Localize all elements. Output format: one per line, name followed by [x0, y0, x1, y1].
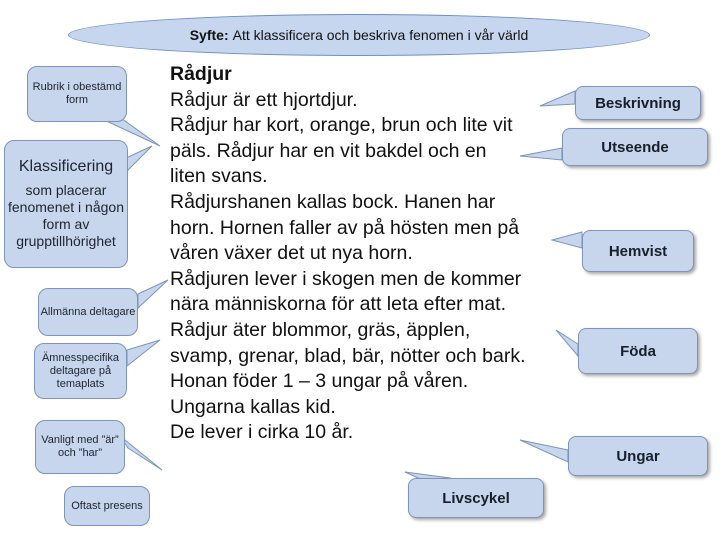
text-line: våren växer det ut nya horn. [170, 242, 413, 265]
text-line: Honan föder 1 – 3 ungar på våren. [170, 370, 469, 393]
text-line: päls. Rådjur har en vit bakdel och en [170, 139, 487, 162]
text-line: Rådjuren lever i skogen men de kommer [170, 267, 522, 290]
callout-oftast-text: Oftast presens [71, 499, 143, 512]
callout-klassificering-text: som placerar fenomenet i någon form av g… [8, 182, 124, 249]
callout-rubrik: Rubrik i obestämd form [27, 66, 127, 122]
text-line: Rådjur är ett hjortdjur. [170, 88, 358, 111]
label-foda: Föda [578, 328, 698, 374]
text-line: nära människorna för att leta efter mat. [170, 293, 506, 316]
label-livscykel-text: Livscykel [442, 489, 510, 507]
label-livscykel: Livscykel [408, 478, 544, 518]
callout-klassificering: Klassificering som placerar fenomenet i … [4, 140, 128, 268]
label-utseende-text: Utseende [601, 138, 669, 156]
purpose-label: Syfte: [189, 27, 229, 43]
label-ungar-text: Ungar [616, 447, 660, 465]
label-hemvist: Hemvist [582, 230, 694, 272]
text-line: horn. Hornen faller av på hösten men på [170, 216, 520, 239]
callout-vanligt: Vanligt med ”är” och ”har” [35, 420, 125, 474]
callout-allmanna-text: Allmänna deltagare [40, 305, 136, 318]
callout-oftast: Oftast presens [64, 486, 150, 526]
text-line: Rådjur har kort, orange, brun och lite v… [170, 114, 513, 137]
label-beskrivning-text: Beskrivning [595, 94, 681, 112]
text-line: Rådjur äter blommor, gräs, äpplen, [170, 318, 471, 341]
label-hemvist-text: Hemvist [608, 242, 668, 260]
pointer-klassificering [125, 145, 153, 174]
text-line: Ungarna kallas kid. [170, 395, 336, 418]
main-text: Rådjur Rådjur är ett hjortdjur. Rådjur h… [170, 62, 590, 446]
label-utseende: Utseende [562, 128, 708, 166]
text-title: Rådjur [170, 63, 232, 85]
label-ungar: Ungar [568, 436, 708, 476]
text-line: Rådjurshanen kallas bock. Hanen har [170, 190, 496, 213]
callout-amnesspecifika: Ämnesspecifika deltagare på temaplats [34, 343, 127, 399]
text-line: svamp, grenar, blad, bär, nötter och bar… [170, 344, 526, 367]
callout-vanligt-text: Vanligt med ”är” och ”har” [41, 434, 119, 459]
text-line: De lever i cirka 10 år. [170, 421, 354, 444]
label-foda-text: Föda [620, 342, 656, 360]
pointer-vanligt [119, 435, 163, 471]
callout-klassificering-title: Klassificering [18, 158, 114, 175]
purpose-header: Syfte: Att klassificera och beskriva fen… [68, 14, 650, 56]
callout-rubrik-text: Rubrik i obestämd form [32, 81, 122, 106]
callout-amnesspecifika-text: Ämnesspecifika deltagare på temaplats [41, 351, 120, 390]
callout-allmanna: Allmänna deltagare [38, 288, 138, 336]
pointer-amnesspecifika [126, 339, 161, 368]
purpose-text: Att klassificera och beskriva fenomen i … [232, 27, 529, 43]
pointer-allmanna [137, 279, 169, 310]
label-beskrivning: Beskrivning [575, 86, 701, 120]
text-line: liten svans. [170, 165, 268, 188]
